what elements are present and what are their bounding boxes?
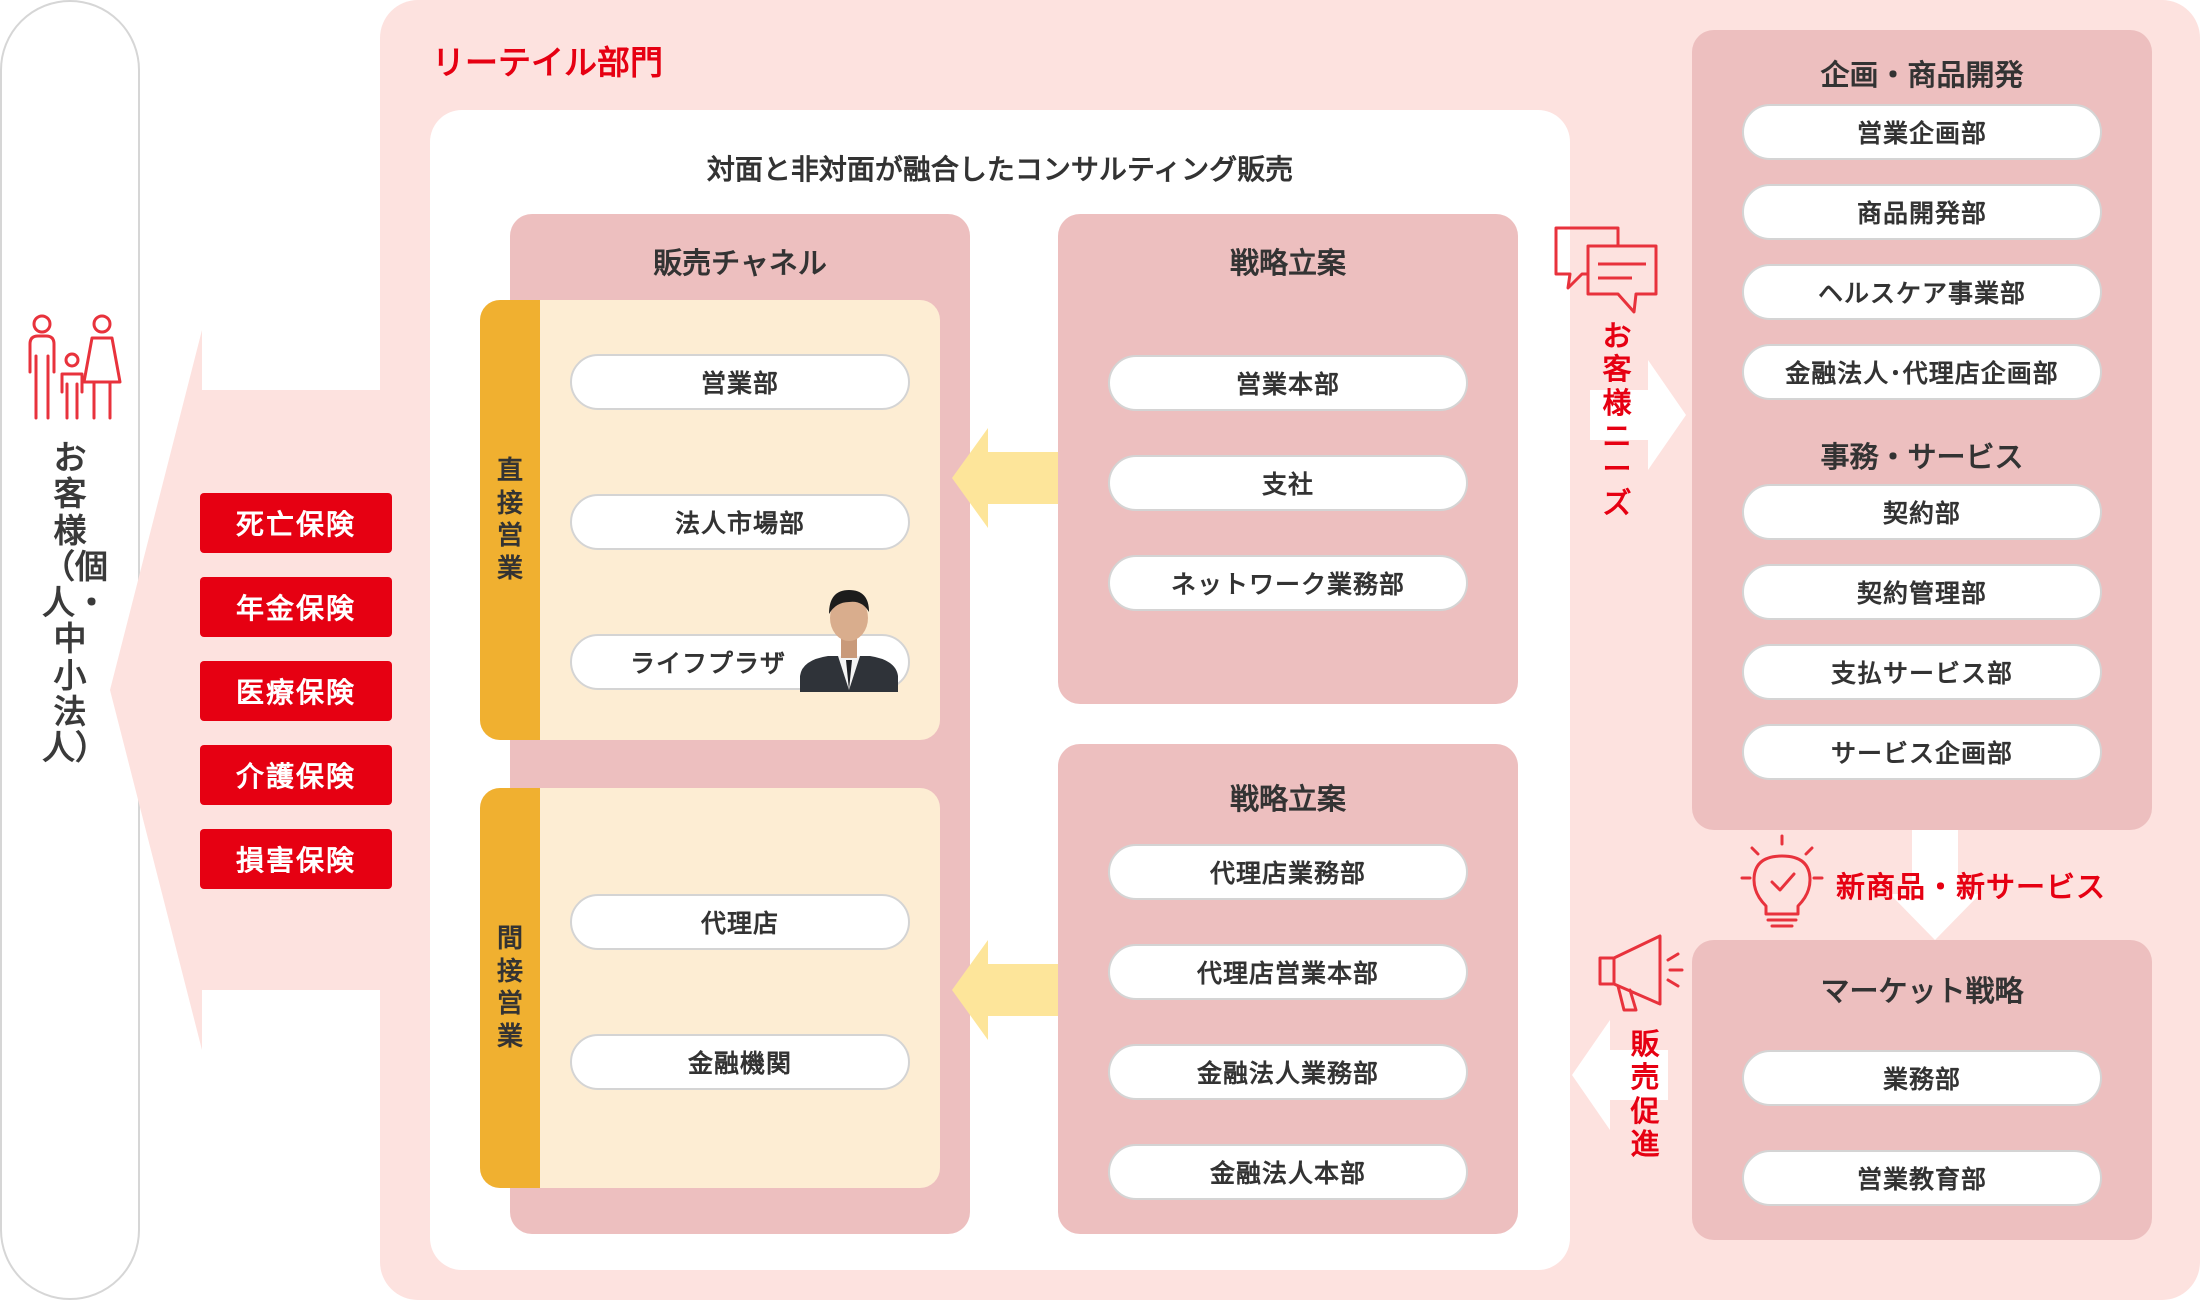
dept-financial-institution: 金融機関 bbox=[570, 1034, 910, 1090]
product-annuity-insurance: 年金保険 bbox=[200, 577, 392, 637]
new-products-arrow bbox=[1890, 830, 1980, 940]
dept-contract-management: 契約管理部 bbox=[1742, 564, 2102, 620]
dept-operations: 業務部 bbox=[1742, 1050, 2102, 1106]
dept-financial-agency-planning: 金融法人･代理店企画部 bbox=[1742, 344, 2102, 400]
sales-channel-title: 販売チャネル bbox=[653, 246, 827, 280]
strategy-top-title: 戦略立案 bbox=[1229, 246, 1346, 280]
retail-division-title: リーテイル部門 bbox=[432, 43, 663, 82]
dept-agency: 代理店 bbox=[570, 894, 910, 950]
market-strategy-title: マーケット戦略 bbox=[1820, 974, 2024, 1008]
customer-pill bbox=[0, 0, 140, 1300]
dept-corporate-market: 法人市場部 bbox=[570, 494, 910, 550]
dept-sales-hq: 営業本部 bbox=[1108, 355, 1468, 411]
person-photo bbox=[800, 590, 898, 692]
dept-payment-services: 支払サービス部 bbox=[1742, 644, 2102, 700]
life-plaza-label: ライフプラザ bbox=[630, 649, 787, 678]
planning-title: 企画・商品開発 bbox=[1820, 58, 2024, 92]
strategy-bottom-title: 戦略立案 bbox=[1229, 782, 1346, 816]
dept-healthcare-business: ヘルスケア事業部 bbox=[1742, 264, 2102, 320]
indirect-sales-bar: 間接営業 bbox=[480, 788, 540, 1188]
customer-needs-label: お客様ニーズ bbox=[1602, 319, 1632, 520]
direct-sales-label: 直接営業 bbox=[496, 456, 523, 584]
dept-sales: 営業部 bbox=[570, 354, 910, 410]
customer-label: お客様（個人・中小法人） bbox=[42, 438, 108, 768]
dept-agency-operations: 代理店業務部 bbox=[1108, 844, 1468, 900]
product-medical-insurance: 医療保険 bbox=[200, 661, 392, 721]
customer-needs-arrow bbox=[1590, 360, 1686, 470]
dept-network-operations: ネットワーク業務部 bbox=[1108, 555, 1468, 611]
product-nursing-insurance: 介護保険 bbox=[200, 745, 392, 805]
sales-promotion-label: 販売促進 bbox=[1630, 1027, 1660, 1162]
megaphone-icon bbox=[1598, 934, 1684, 1012]
family-icon bbox=[28, 314, 122, 420]
product-death-insurance: 死亡保険 bbox=[200, 493, 392, 553]
lightbulb-icon bbox=[1740, 834, 1824, 928]
dept-financial-corp-hq: 金融法人本部 bbox=[1108, 1144, 1468, 1200]
dept-sales-education: 営業教育部 bbox=[1742, 1150, 2102, 1206]
direct-sales-bar: 直接営業 bbox=[480, 300, 540, 740]
product-nonlife-insurance: 損害保険 bbox=[200, 829, 392, 889]
chat-bubbles-icon bbox=[1554, 226, 1658, 314]
services-title: 事務・サービス bbox=[1820, 440, 2024, 474]
dept-product-development: 商品開発部 bbox=[1742, 184, 2102, 240]
dept-service-planning: サービス企画部 bbox=[1742, 724, 2102, 780]
dept-agency-sales-hq: 代理店営業本部 bbox=[1108, 944, 1468, 1000]
dept-financial-corp-operations: 金融法人業務部 bbox=[1108, 1044, 1468, 1100]
indirect-sales-box bbox=[480, 788, 940, 1188]
sales-promotion-arrow bbox=[1572, 1020, 1668, 1130]
consulting-sales-title: 対面と非対面が融合したコンサルティング販売 bbox=[706, 153, 1294, 186]
new-products-label: 新商品・新サービス bbox=[1836, 870, 2107, 904]
dept-branch-office: 支社 bbox=[1108, 455, 1468, 511]
indirect-sales-label: 間接営業 bbox=[496, 924, 523, 1052]
dept-contracts: 契約部 bbox=[1742, 484, 2102, 540]
dept-sales-planning: 営業企画部 bbox=[1742, 104, 2102, 160]
